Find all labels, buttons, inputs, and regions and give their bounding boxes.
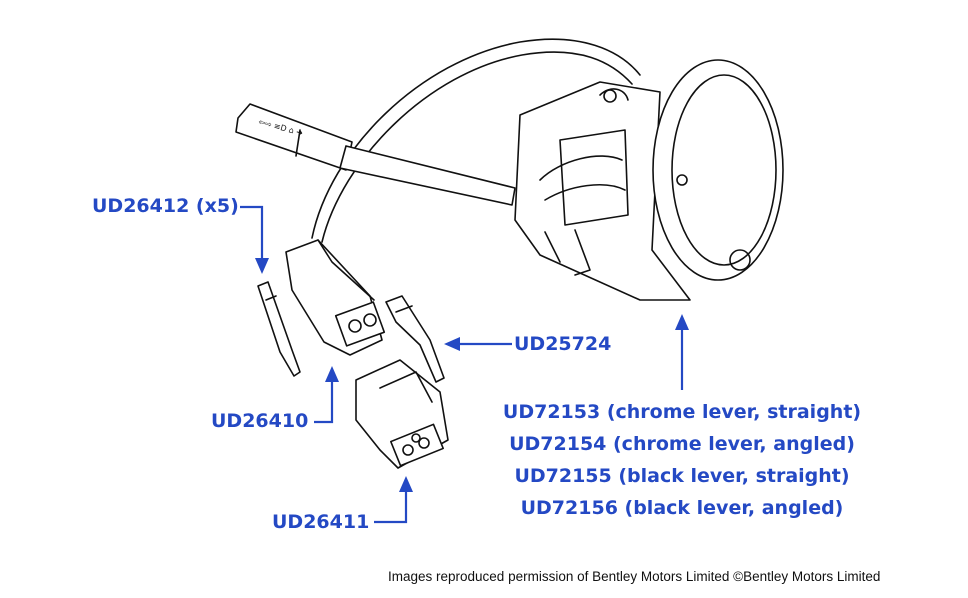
- part-number-line: UD72154 (chrome lever, angled): [509, 433, 855, 455]
- part-number-line: UD72153 (chrome lever, straight): [502, 401, 862, 423]
- label-connector-housing: UD26410: [211, 410, 309, 432]
- label-connector-plug: UD26411: [272, 511, 370, 533]
- terminal-pin: [257, 281, 301, 377]
- label-switch-assembly: UD72153 (chrome lever, straight) UD72154…: [500, 396, 864, 524]
- part-number-line: UD72155 (black lever, straight): [514, 465, 850, 487]
- leader-terminal: [240, 205, 269, 274]
- copyright-credit: Images reproduced permission of Bentley …: [388, 569, 881, 584]
- label-terminal-clip: UD25724: [514, 333, 612, 355]
- cable: [311, 38, 641, 243]
- leader-plug: [374, 476, 413, 524]
- connector-housing: [285, 239, 386, 356]
- leader-switch: [675, 314, 689, 390]
- indicator-lever: ⇦⇨ ≡D ⌂ ➜: [235, 103, 516, 206]
- leader-clip: [444, 337, 512, 351]
- terminal-clip: [385, 295, 445, 383]
- leader-housing: [314, 366, 339, 424]
- label-terminal: UD26412 (x5): [92, 195, 239, 217]
- connector-plug: [355, 359, 449, 469]
- part-number-line: UD72156 (black lever, angled): [520, 497, 844, 519]
- switch-body: [514, 59, 784, 301]
